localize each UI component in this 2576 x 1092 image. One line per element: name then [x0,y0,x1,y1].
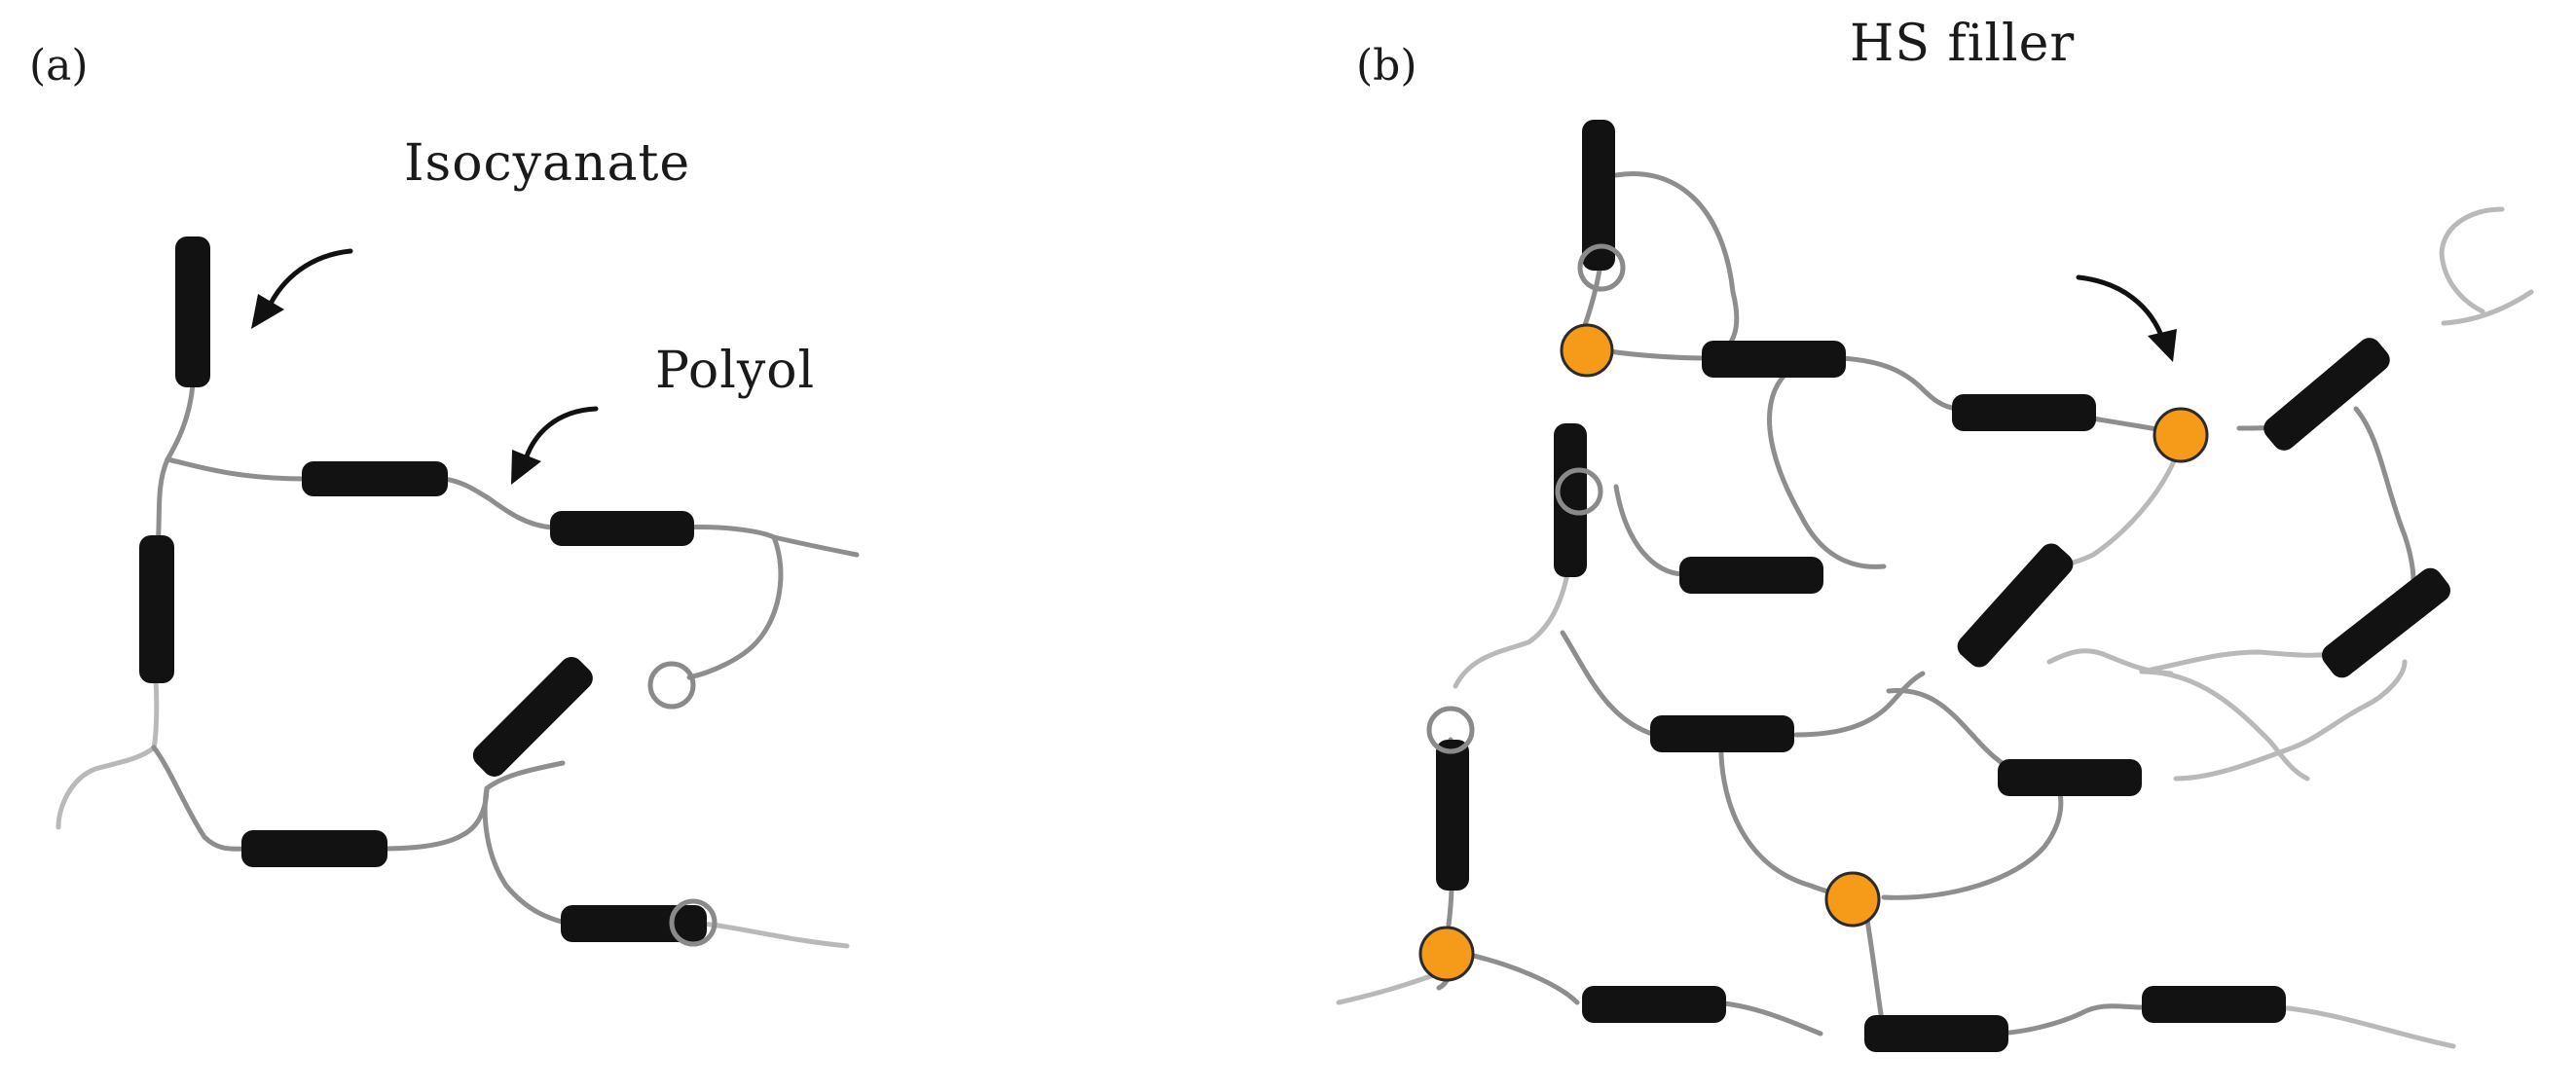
chain [1462,951,1580,1005]
panel-a-polyol-chains [55,382,860,949]
hard-segment [472,656,593,777]
hard-segment [1864,1015,2008,1052]
panel-a-label: (a) [29,41,89,91]
polyol-label: Polyol [655,342,815,400]
hard-segment [1679,557,1823,594]
chain [151,745,251,852]
hard-segment [550,511,694,546]
reaction-site-ring [1426,706,1475,754]
hard-segment [241,830,387,867]
hard-segment [139,535,174,683]
hs-filler-particle [1824,871,1881,928]
hs-filler-particle [2153,407,2209,463]
chain [2042,447,2182,572]
reaction-site-ring [1555,467,1603,516]
polyol-arrow [511,406,599,485]
chain [1560,630,1658,738]
panel-a-reaction-sites [647,661,718,947]
hard-segment [2263,338,2390,451]
chain [1767,355,1887,569]
chain [686,534,784,680]
chain [1793,671,1926,738]
reaction-site-ring [647,661,696,710]
chain [482,785,568,926]
hard-segment [1554,423,1587,577]
chain [1453,542,1575,689]
reaction-site-ring [669,898,718,947]
chain [379,785,490,852]
hard-segment [2142,986,2286,1023]
chain [2353,406,2416,599]
chain [2139,649,2335,674]
chain [2441,289,2534,326]
hs-filler-arrow [2076,274,2177,362]
chain [1613,484,1687,577]
hs-filler-label: HS filler [1850,15,2075,73]
chain [1988,1003,2145,1037]
hard-segment [1957,543,2074,668]
panel-b-label: (b) [1356,41,1417,91]
hard-segment [1702,341,1846,378]
isocyanate-arrow [251,248,353,329]
chain [2173,659,2408,782]
chain [2439,206,2505,314]
panel-b-hs-fillers [1418,323,2209,982]
chain [1613,171,1740,361]
hard-segment [1998,759,2142,796]
panel-b-hard-segments [1436,120,2450,1052]
hard-segment [1952,394,2096,431]
panel-a: (a) [29,41,860,949]
isocyanate-label: Isocyanate [404,134,690,193]
chain [2275,1004,2456,1049]
panel-a-hard-segments [139,237,707,942]
hard-segment [175,237,210,387]
hard-segment [1436,740,1469,891]
panel-b: (b) [1336,15,2534,1052]
chain [1599,347,1711,361]
hard-segment [302,461,448,496]
hard-segment [1582,120,1615,271]
chain [440,476,556,530]
chain [484,760,566,791]
chain [2139,669,2310,782]
reaction-site-ring [1577,243,1626,292]
chain [55,676,160,830]
chain [690,920,850,949]
chain [1718,732,1864,900]
panel-b-reaction-sites [1426,243,1626,754]
chain [679,525,860,558]
hs-filler-particle [1418,926,1475,982]
chain [165,456,307,482]
chain [1837,355,1960,412]
panel-b-polyol-chains [1336,171,2534,1049]
hard-segment [561,905,707,942]
hard-segment [1582,986,1726,1023]
chain [1881,785,2064,900]
hs-filler-particle [1560,323,1614,378]
hard-segment [1650,715,1794,752]
chain [1711,1000,1823,1037]
hard-segment [2322,567,2450,678]
chain [1336,970,1442,1005]
